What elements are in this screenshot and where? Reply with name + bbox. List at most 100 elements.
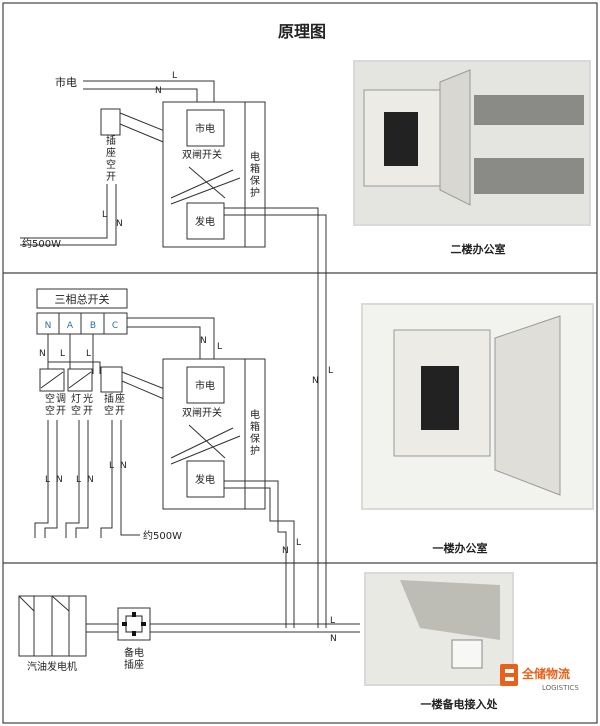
floor1-ac-c4: 开	[56, 406, 66, 417]
floor2-socket-breaker-c3: 空	[106, 158, 116, 171]
floor2-switch-mains-label: 市电	[195, 122, 215, 135]
backup-photo-socket	[451, 639, 483, 669]
floor1-ac-L-tag: L	[45, 475, 50, 485]
floor2-diagram: 市电 L N 插 座 空 开 L N 约500W 电 箱 保 护 市电 双闸开关	[20, 71, 327, 628]
floor1-phase-B: B	[90, 321, 96, 331]
floor1-socket-breaker	[100, 366, 123, 393]
logo-mark-line-2	[505, 677, 514, 681]
floor1-phase-N: N	[45, 321, 52, 331]
page-title: 原理图	[278, 22, 326, 41]
backup-photo: 一楼备电接入处	[364, 572, 514, 711]
floor1-main-switch	[36, 288, 128, 309]
generator-diag-2	[51, 595, 70, 612]
floor2-socket-breaker-c1: 插	[106, 134, 116, 147]
floor1-light-c2: 光	[83, 392, 93, 405]
floor1-socket-L	[100, 420, 113, 538]
floor1-gen-L-wire	[224, 487, 295, 628]
floor2-gen-N-wire	[224, 207, 319, 628]
floor1-socket-c2: 座	[115, 392, 125, 405]
floor1-light-breaker-mark	[68, 371, 92, 389]
logo-sub: LOGISTICS	[542, 684, 579, 692]
backup-photo-beam	[400, 580, 500, 640]
floor2-switch-cross-2	[170, 169, 234, 199]
logo-name: 全储物流	[521, 666, 570, 681]
floor2-protect-c1: 电	[250, 150, 260, 163]
riser-N-tag: N	[312, 376, 319, 386]
floor2-mains-L-tag: L	[172, 71, 177, 81]
floor1-switch-cross-2	[170, 427, 234, 459]
floor1-ac-c3: 空	[45, 404, 55, 417]
floor1-light-L-tag: L	[76, 475, 81, 485]
generator-diag-1	[18, 595, 35, 612]
floor2-switch-gen-box	[186, 202, 225, 240]
floor1-ac-L	[34, 420, 49, 538]
backup-socket-label-2: 插座	[124, 658, 144, 671]
floor1-protect-c2: 箱	[250, 420, 260, 433]
logo-mark-icon	[500, 664, 518, 686]
floor1-protect-c4: 护	[250, 444, 260, 457]
floor1-photo-door	[494, 315, 561, 496]
floor1-light-L	[65, 420, 80, 538]
floor1-light-c3: 空	[71, 404, 81, 417]
floor1-light-c1: 灯	[71, 393, 81, 405]
floor1-drop-B-tag: L	[86, 349, 91, 359]
floor1-mains-L-wire	[127, 317, 215, 368]
floor1-socket-N-tag: N	[120, 461, 127, 471]
floor1-phase-C: C	[112, 321, 118, 331]
floor2-photo-switch	[384, 112, 418, 166]
floor1-drop-A-tag: L	[60, 349, 65, 359]
floor1-gen-N-tag: N	[282, 546, 289, 556]
floor1-switch-gen-box	[186, 460, 225, 498]
backup-socket-label-1: 备电	[124, 646, 144, 659]
floor1-phase-A: A	[67, 321, 74, 331]
floor1-mains-L-tag: L	[217, 342, 222, 352]
floor1-ac-breaker-mark	[40, 371, 64, 389]
floor1-socket-c1: 插	[104, 392, 114, 405]
generator-label: 汽油发电机	[27, 660, 77, 673]
floor2-switch-cross-3	[170, 177, 241, 205]
floor2-socket-breaker-c2: 座	[106, 146, 116, 159]
floor1-gen-N-wire	[224, 480, 287, 628]
floor2-mains-N-tag: N	[155, 86, 162, 96]
floor1-light-N	[75, 420, 89, 538]
floor2-photo: 二楼办公室	[353, 60, 591, 256]
floor1-light-c4: 开	[83, 406, 93, 417]
floor1-mains-N-tag: N	[200, 336, 207, 346]
floor2-load-L-tag: L	[102, 210, 107, 220]
logo-mark-line-1	[505, 669, 514, 673]
floor1-light-N-tag: N	[87, 475, 94, 485]
floor2-load-label: 约500W	[22, 237, 61, 250]
backup-socket-pin-right	[141, 622, 146, 626]
backup-socket-pin-bottom	[132, 631, 136, 636]
floor2-photo-door	[439, 69, 471, 206]
riser-L-tag: L	[328, 366, 333, 376]
floor2-protect-c2: 箱	[250, 162, 260, 175]
generator-diagram: 汽油发电机 备电 插座 L N	[18, 595, 360, 673]
floor1-ac-N	[44, 420, 58, 538]
floor1-main-switch-label: 三相总开关	[55, 292, 110, 306]
floor2-protect-c4: 护	[250, 186, 260, 199]
bottom-L-tag: L	[330, 616, 335, 626]
floor2-load-L-wire	[20, 184, 108, 239]
floor1-protect-c1: 电	[250, 408, 260, 421]
floor1-socket-N	[120, 420, 140, 536]
bottom-N-tag: N	[330, 634, 337, 644]
floor2-protect-c3: 保	[250, 174, 260, 187]
floor2-gen-L-wire	[224, 214, 327, 628]
floor2-switch-gen-label: 发电	[195, 215, 215, 228]
floor1-protect-c3: 保	[250, 432, 260, 445]
company-logo: 全储物流 LOGISTICS	[500, 664, 579, 692]
floor1-socket-c4: 开	[115, 406, 125, 417]
floor1-photo-switch	[421, 366, 459, 430]
floor1-ac-c1: 空	[45, 392, 55, 405]
floor2-load-N-wire	[20, 184, 117, 246]
floor2-caption: 二楼办公室	[451, 242, 506, 256]
floor1-switch-cross-1	[188, 424, 226, 459]
floor1-socket-L-tag: L	[109, 461, 114, 471]
floor2-switch-name: 双闸开关	[182, 148, 222, 161]
floor1-drop-N-tag: N	[39, 349, 46, 359]
floor2-socket-breaker	[100, 108, 121, 136]
backup-caption: 一楼备电接入处	[421, 697, 499, 711]
